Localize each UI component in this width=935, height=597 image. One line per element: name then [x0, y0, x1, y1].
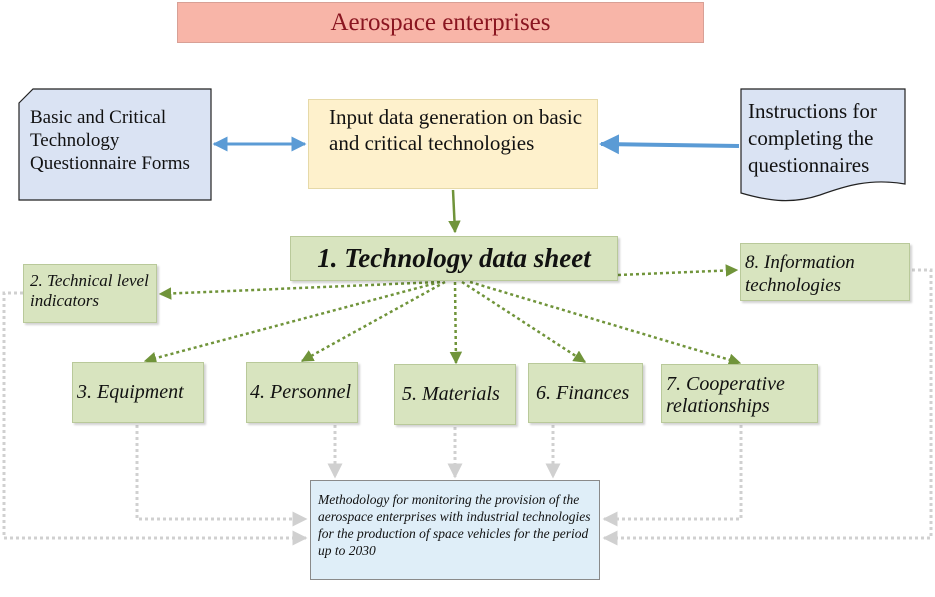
technical-level-indicators-block: 2. Technical level indicators [23, 264, 157, 323]
equipment-block: 3. Equipment [72, 362, 204, 423]
information-technologies-block: 8. Information technologies [740, 243, 910, 301]
monitoring-methodology-block: Methodology for monitoring the provision… [310, 480, 600, 580]
questionnaire-forms-document [18, 88, 212, 201]
input-data-generation-block: Input data generation on basic and criti… [308, 99, 598, 189]
instructions-label: Instructions for completing the question… [748, 99, 877, 177]
aerospace-enterprises-title: Aerospace enterprises [177, 2, 704, 43]
result-feedback-connectors [2, 268, 933, 546]
finances-block: 6. Finances [528, 363, 643, 423]
datasheet-fanout-connectors [143, 264, 742, 366]
questionnaire-forms-label: Basic and Critical Technology Questionna… [30, 107, 190, 174]
technology-data-sheet: 1. Technology data sheet [290, 236, 618, 281]
instructions-document [740, 88, 906, 202]
cooperative-relationships-block: 7. Cooperative relationships [661, 364, 818, 423]
input-datasheet-connector [448, 189, 461, 234]
personnel-block: 4. Personnel [246, 362, 358, 423]
materials-block: 5. Materials [394, 364, 516, 425]
instructions-input-connector [599, 134, 740, 155]
